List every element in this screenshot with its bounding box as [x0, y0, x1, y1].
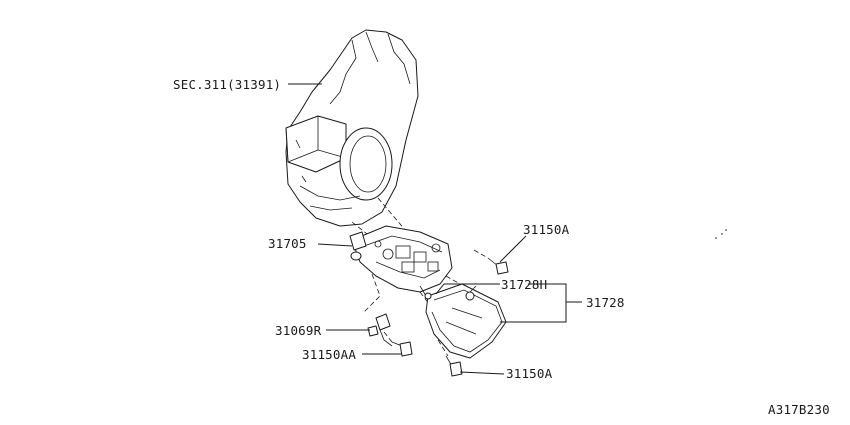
sensor-drawing	[367, 313, 393, 347]
assembly-line	[351, 221, 373, 239]
assembly-line	[363, 273, 381, 313]
bolt-lower-drawing	[437, 339, 463, 377]
label-filter-h: 31728H	[501, 277, 547, 292]
bolt-upper-drawing	[473, 249, 509, 275]
label-filter-assy: 31728	[586, 295, 625, 310]
label-sec-ref: SEC.311(31391)	[173, 77, 281, 92]
label-bolt-aa: 31150AA	[302, 347, 356, 362]
label-bolt-lower: 31150A	[506, 366, 553, 381]
bolt-aa-drawing	[383, 331, 413, 357]
label-valve-body: 31705	[268, 236, 307, 251]
label-bolt-upper: 31150A	[523, 222, 570, 237]
transmission-case-drawing	[285, 29, 419, 227]
reference-marks	[715, 229, 727, 239]
label-sensor-r: 31069R	[275, 323, 322, 338]
figure-code: A317B230	[768, 402, 830, 417]
oil-filter-drawing	[424, 283, 507, 359]
leader-lines	[288, 83, 582, 375]
valve-body-drawing	[349, 225, 453, 297]
